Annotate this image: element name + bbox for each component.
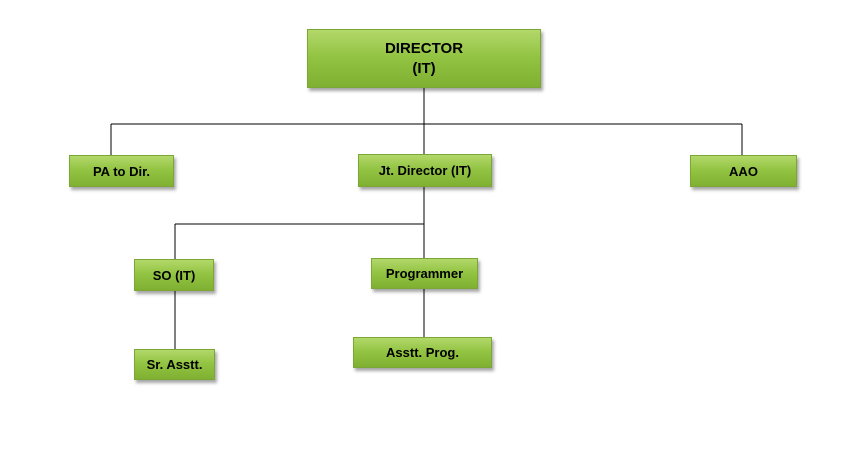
director-title: DIRECTOR [384, 39, 464, 57]
joint-director-box: Jt. Director (IT) [358, 154, 492, 187]
sr-asstt-box: Sr. Asstt. [134, 349, 215, 380]
director-box: DIRECTOR (IT) [307, 29, 541, 88]
asstt-prog-label: Asstt. Prog. [386, 345, 459, 360]
aao-label: AAO [729, 163, 758, 179]
aao-box: AAO [690, 155, 797, 187]
director-subtitle: (IT) [412, 59, 436, 77]
sr-asstt-label: Sr. Asstt. [146, 357, 203, 372]
so-it-label: SO (IT) [152, 267, 196, 283]
pa-to-director-box: PA to Dir. [69, 155, 174, 187]
pa-to-director-label: PA to Dir. [92, 163, 151, 179]
joint-director-label: Jt. Director (IT) [378, 163, 472, 178]
asstt-prog-box: Asstt. Prog. [353, 337, 492, 368]
programmer-label: Programmer [385, 266, 464, 281]
so-it-box: SO (IT) [134, 259, 214, 291]
programmer-box: Programmer [371, 258, 478, 289]
